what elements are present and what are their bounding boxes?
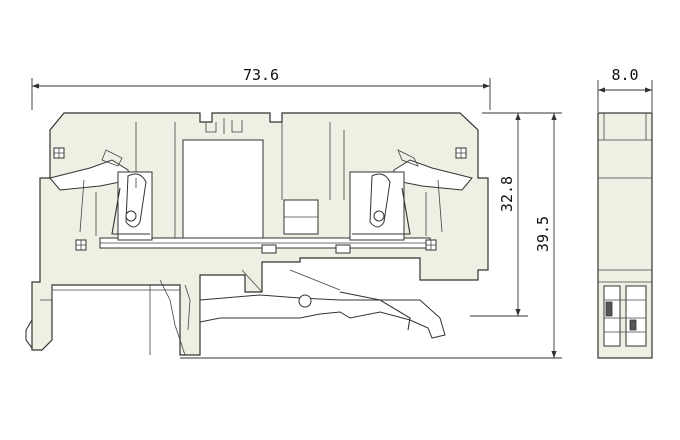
clip-hole (298, 294, 312, 308)
terminal-side-view (597, 112, 653, 359)
terminal-front-view (25, 112, 489, 356)
dimension-height-inner-label: 32.8 (498, 176, 516, 212)
dimension-side-width-label: 8.0 (611, 66, 638, 84)
left-spring-clamp (49, 149, 153, 241)
dimension-height-total-label: 39.5 (534, 216, 552, 252)
dimension-side-width: 8.0 (597, 66, 653, 112)
dimension-height-total: 39.5 (180, 112, 562, 359)
dimension-width-label: 73.6 (243, 66, 279, 84)
corner-markers (53, 147, 467, 251)
center-slot (182, 139, 264, 243)
dimension-width: 73.6 (31, 66, 491, 110)
right-spring-clamp (343, 130, 473, 241)
